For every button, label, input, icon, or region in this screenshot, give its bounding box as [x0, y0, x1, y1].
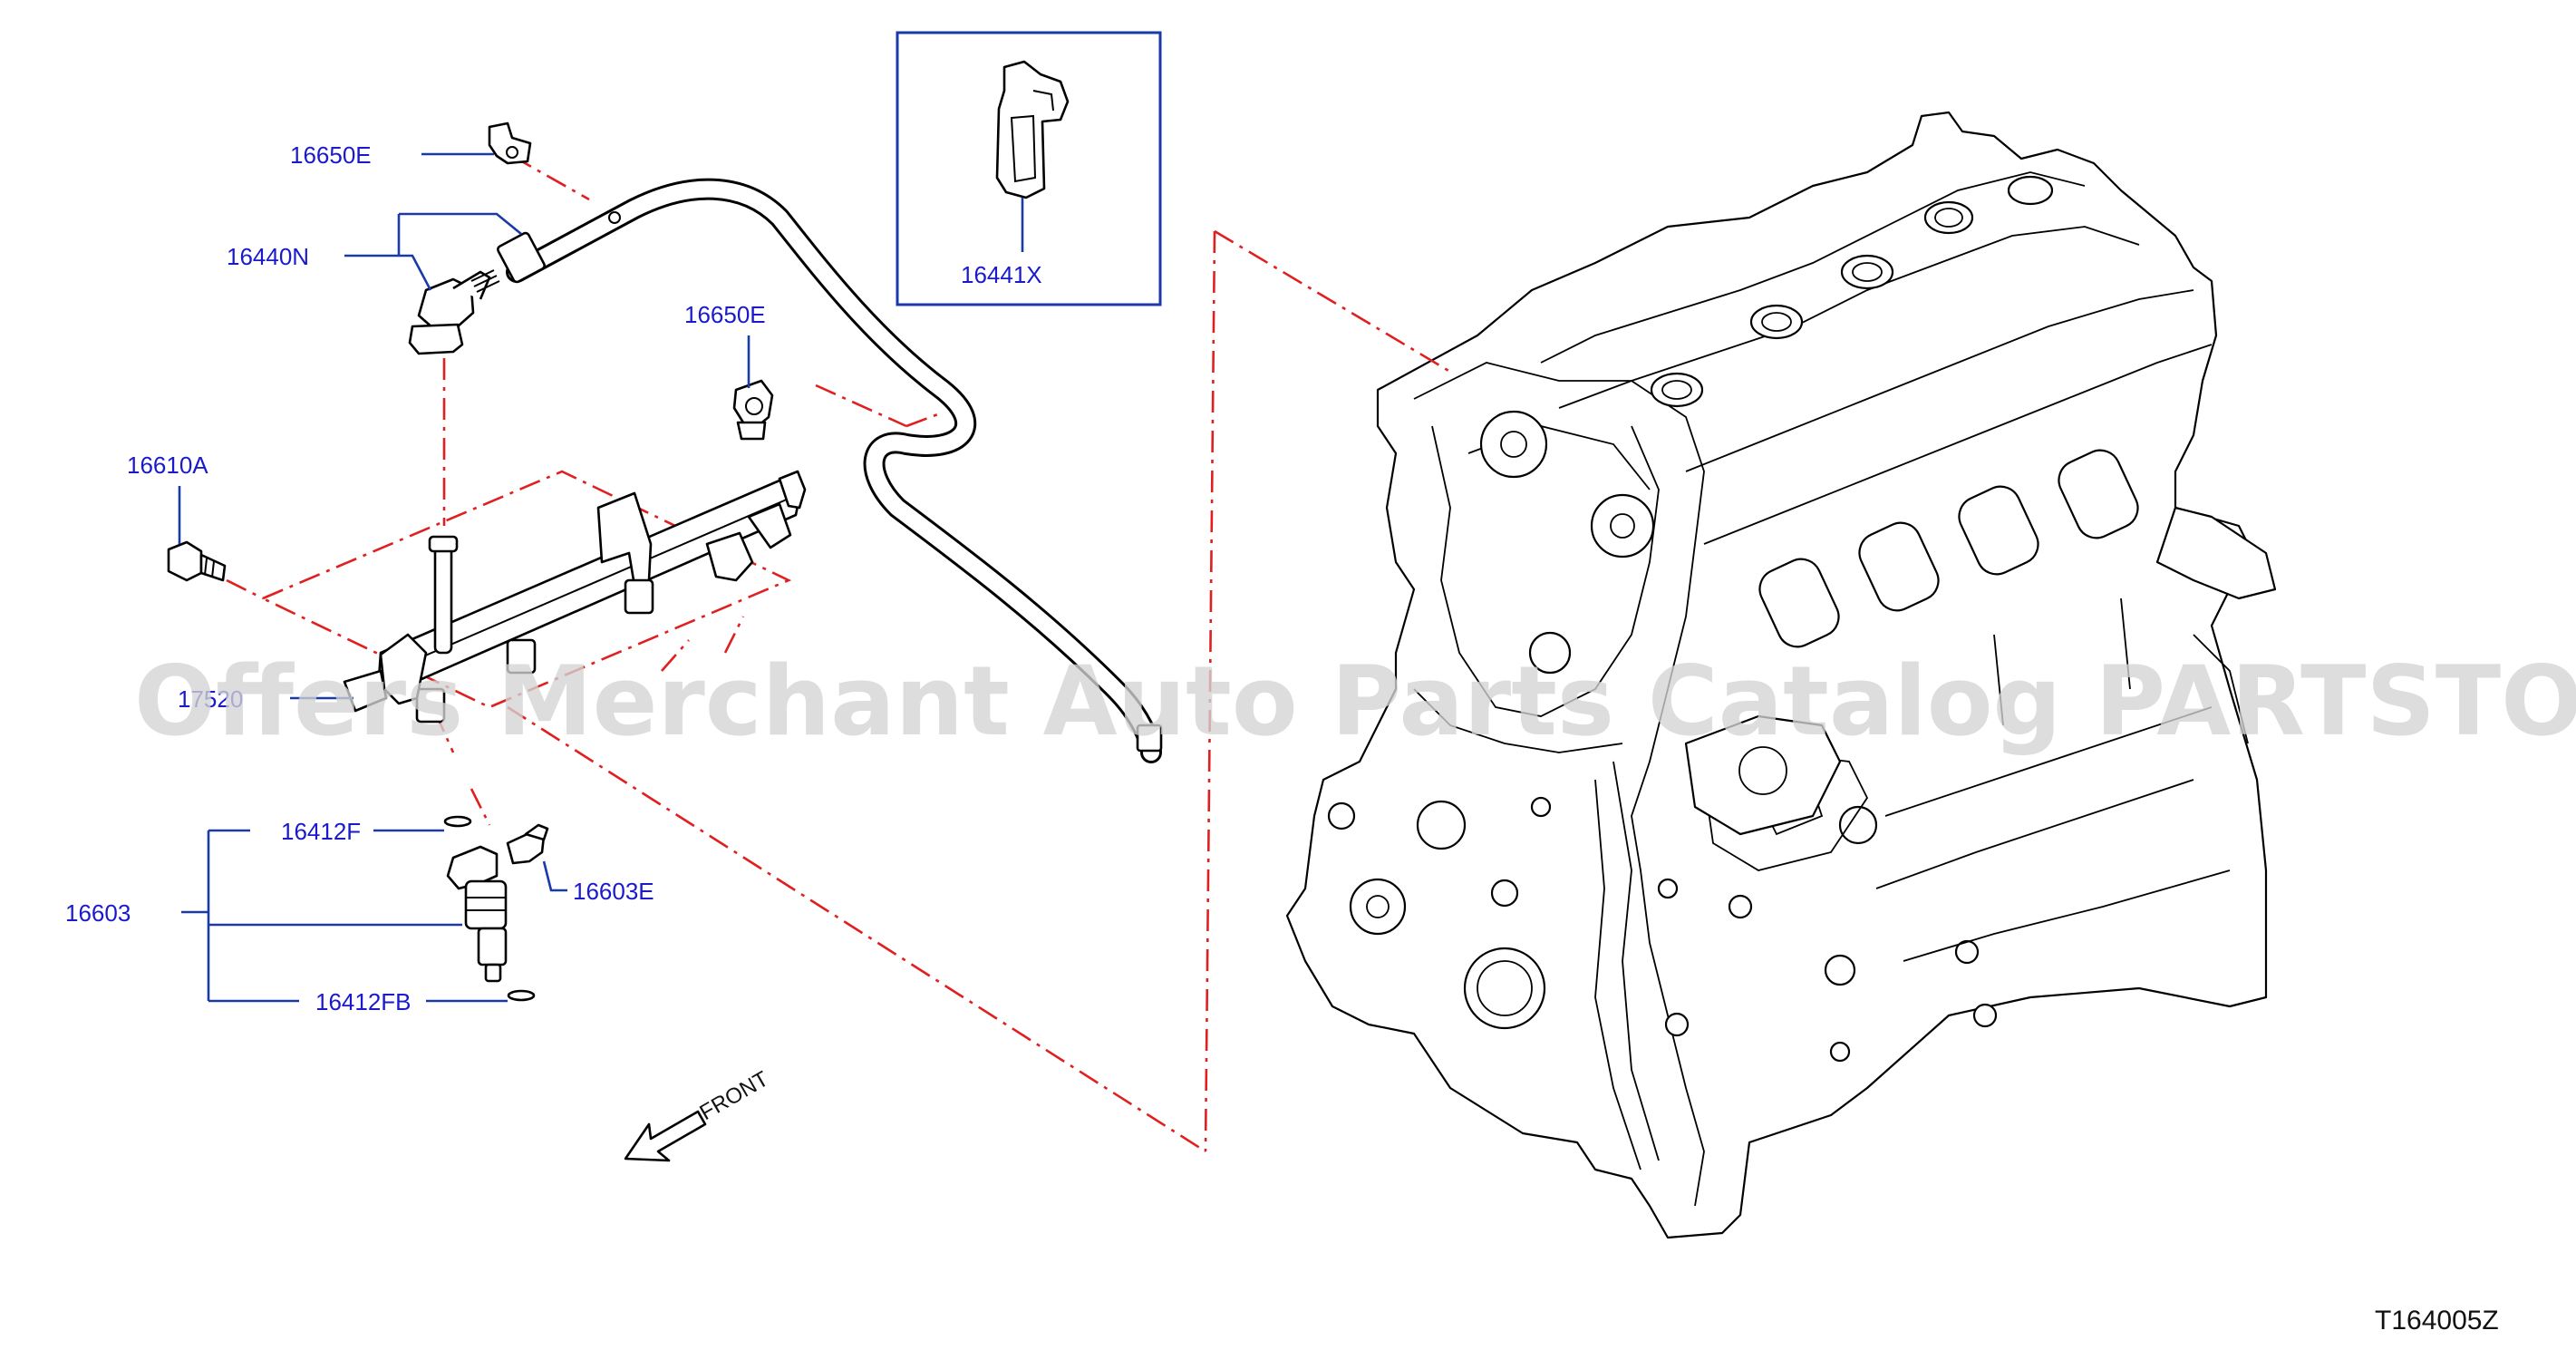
leader-lines — [178, 152, 751, 1003]
engine-mount-bracket — [2155, 506, 2277, 600]
label-17520[interactable]: 17520 — [178, 685, 243, 713]
label-16412f[interactable]: 16412F — [281, 818, 361, 845]
fuel-injector-16603 — [446, 823, 549, 983]
label-16440n[interactable]: 16440N — [227, 243, 309, 270]
label-16603[interactable]: 16603 — [65, 899, 131, 927]
hose-connector-16440n — [408, 269, 500, 355]
label-16441x[interactable]: 16441X — [961, 261, 1042, 288]
clip-16650e-mid — [732, 379, 774, 441]
front-label: FRONT — [696, 1066, 773, 1125]
engine-assembly — [1285, 111, 2277, 1239]
bolt-16610a — [167, 540, 227, 582]
o-ring-16412fb — [507, 989, 536, 1002]
o-ring-16412f — [443, 815, 472, 828]
label-16603e[interactable]: 16603E — [573, 878, 654, 905]
block-details — [1327, 597, 2249, 1170]
watermark-text: Offers Merchant Auto Parts Catalog PARTS… — [134, 646, 2576, 757]
figure-code: T164005Z — [2375, 1306, 2499, 1335]
cam-sprockets — [1479, 410, 1655, 675]
inset-16441x — [896, 31, 1162, 306]
label-16412fb[interactable]: 16412FB — [315, 988, 412, 1015]
clip-16650e-top — [488, 121, 532, 165]
intake-ports — [1758, 449, 2139, 648]
front-direction-indicator: FRONT — [624, 1066, 773, 1162]
fuel-rail-17520 — [343, 470, 807, 724]
oil-filter-boss — [1684, 714, 1842, 836]
fuel-tube-16440n — [497, 178, 1163, 763]
part-labels: 16650E 16440N 16650E 16610A 17520 16412F… — [65, 141, 1042, 1015]
label-16610a[interactable]: 16610A — [127, 452, 208, 479]
timing-cover-outline — [1413, 362, 1705, 1207]
front-arrow-icon — [624, 1110, 707, 1162]
label-16650e-top[interactable]: 16650E — [290, 141, 372, 169]
engine-block-body — [1285, 111, 2268, 1239]
spark-plug-holes — [1650, 175, 2054, 408]
label-16650e-mid[interactable]: 16650E — [684, 301, 766, 328]
assembly-dash-lines — [226, 154, 1451, 1153]
retainer-16441x — [995, 60, 1070, 199]
inset-frame — [896, 31, 1162, 306]
